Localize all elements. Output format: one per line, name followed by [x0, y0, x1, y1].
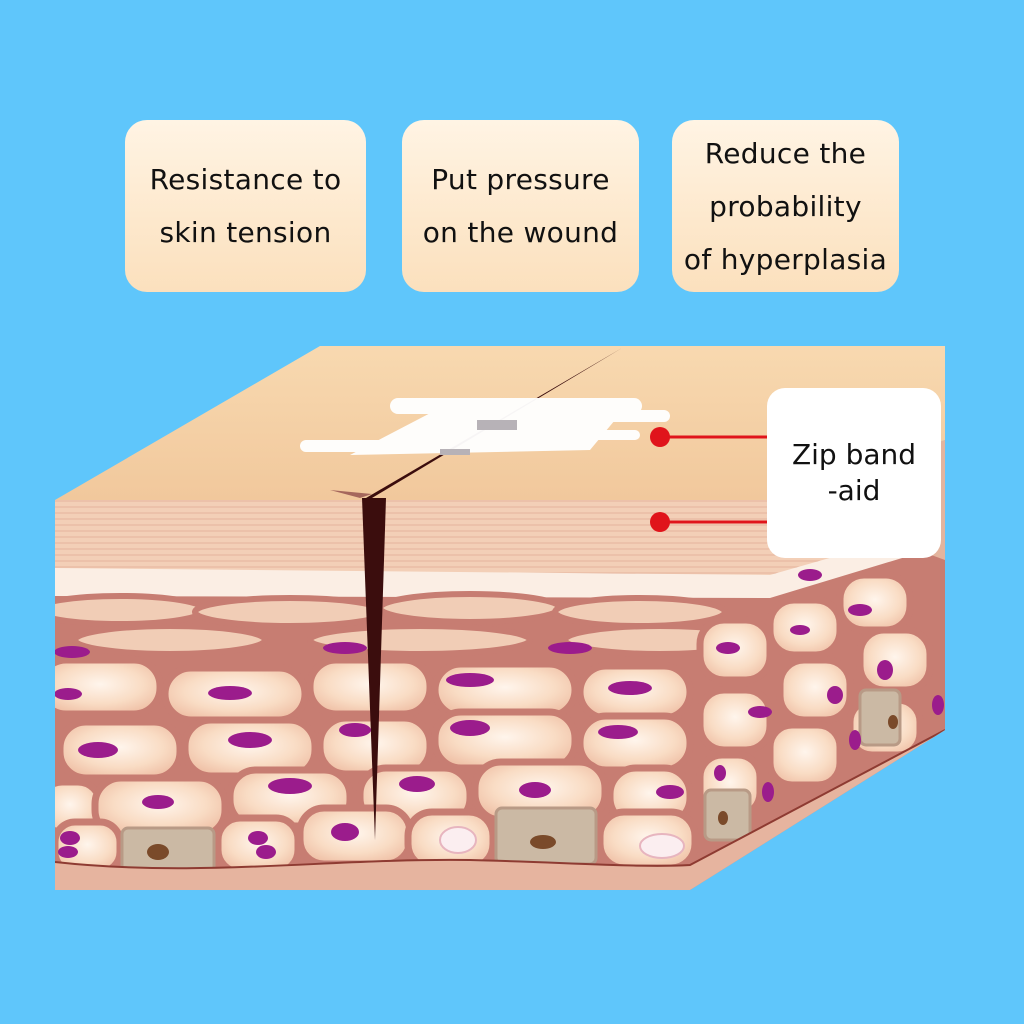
benefit-label: Resistance to skin tension [149, 163, 342, 249]
benefit-card-pressure: Put pressure on the wound [402, 120, 639, 292]
benefit-card-hyperplasia: Reduce the probability of hyperplasia [672, 120, 899, 292]
benefit-label: Reduce the probability of hyperplasia [683, 136, 888, 276]
benefit-label: Put pressure on the wound [422, 163, 619, 249]
benefit-card-tension: Resistance to skin tension [125, 120, 366, 292]
zip-band-aid-patch [300, 398, 670, 455]
pointer-lines [650, 427, 770, 532]
incision-wound-depth [362, 498, 386, 840]
zip-band-aid-callout: Zip band -aid [767, 388, 941, 558]
callout-label: Zip band -aid [791, 438, 917, 507]
cell-nuclei [55, 569, 944, 859]
